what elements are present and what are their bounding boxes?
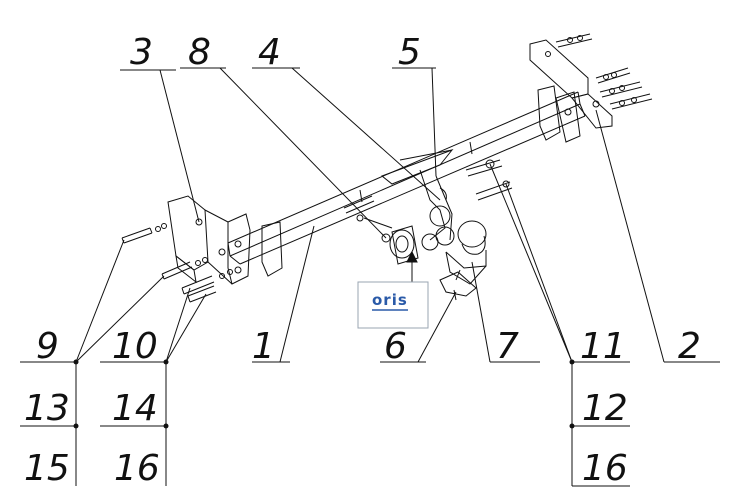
- callout-2: 2: [678, 326, 701, 367]
- right-bracket-part-2: [529, 39, 613, 143]
- callout-5: 5: [398, 32, 421, 73]
- leader-lines: [20, 67, 720, 363]
- callout-8: 8: [188, 32, 211, 73]
- callout-3: 3: [130, 32, 153, 73]
- left-bracket-part-3: [167, 195, 283, 285]
- callout-9: 9: [36, 326, 59, 367]
- callout-10: 10: [112, 326, 158, 367]
- socket-part-6: [439, 271, 477, 301]
- callout-16-right: 16: [582, 448, 628, 489]
- junction-dots: [73, 359, 575, 429]
- callout-14: 14: [112, 388, 158, 429]
- tow-ball-part-7: [445, 220, 487, 285]
- callout-7: 7: [496, 326, 519, 367]
- callout-16-left: 16: [114, 448, 160, 489]
- callout-11: 11: [580, 326, 626, 367]
- callout-13: 13: [24, 388, 70, 429]
- logo-text: oris: [372, 291, 408, 309]
- callout-12: 12: [582, 388, 628, 429]
- callout-4: 4: [258, 32, 281, 73]
- ball-mount-assembly: [363, 148, 455, 265]
- bolt-set: [121, 33, 653, 303]
- brand-logo: oris: [357, 281, 429, 329]
- callout-6: 6: [384, 326, 407, 367]
- callout-15: 15: [24, 448, 70, 489]
- logo-pointer: [406, 250, 418, 282]
- callout-1: 1: [252, 326, 275, 367]
